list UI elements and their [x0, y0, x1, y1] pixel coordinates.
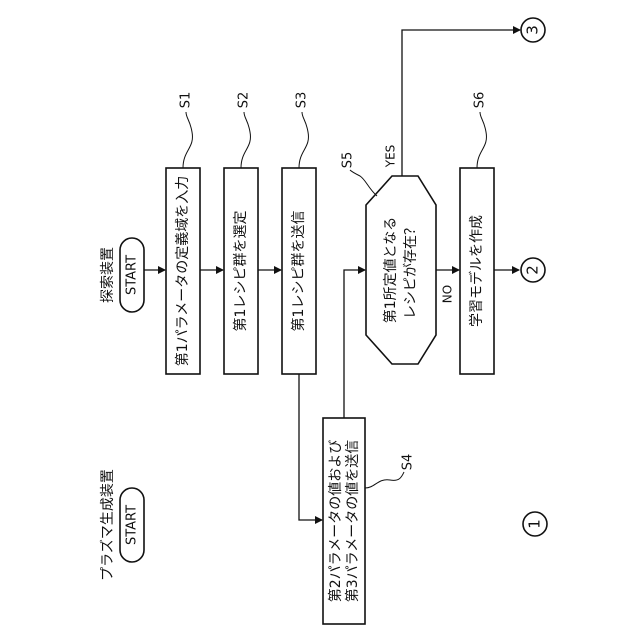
flow-yes-to-connector-3 — [402, 30, 520, 176]
step-box-s2: 第1レシピ群を選定 — [224, 168, 258, 374]
start-terminal-plasma: START — [120, 488, 144, 562]
start-label-search: START — [125, 255, 140, 295]
step-label-s6: S6 — [473, 92, 488, 168]
connector-2-label: 2 — [524, 265, 542, 275]
step-label-s4-text: S4 — [401, 454, 416, 471]
step-label-s1: S1 — [179, 92, 194, 168]
step-box-s3-label: 第1レシピ群を送信 — [290, 211, 307, 332]
connector-2: 2 — [521, 258, 545, 282]
step-label-s6-text: S6 — [473, 92, 488, 109]
step-box-s2-label: 第1レシピ群を選定 — [232, 211, 249, 332]
step-box-s3: 第1レシピ群を送信 — [282, 168, 316, 374]
connector-1-label: 1 — [526, 519, 544, 529]
step-box-s4-label-line2: 第3パラメータの値を送信 — [344, 440, 361, 603]
decision-s5: 第1所定値となる レシピが存在？ — [366, 176, 436, 364]
connector-3-label: 3 — [524, 25, 542, 35]
step-label-s2-text: S2 — [237, 92, 252, 109]
branch-no-label: NO — [441, 285, 455, 303]
flow-s3-to-s4 — [299, 374, 322, 520]
connector-1: 1 — [523, 512, 547, 536]
decision-label-line1: 第1所定値となる — [382, 217, 399, 324]
step-label-s3-text: S3 — [295, 92, 310, 109]
start-terminal-search: START — [120, 238, 144, 312]
plasma-device-header: プラズマ生成装置 — [100, 469, 116, 581]
step-box-s6-label: 学習モデルを作成 — [468, 215, 485, 327]
connector-3: 3 — [521, 18, 545, 42]
step-label-s3: S3 — [295, 92, 310, 168]
step-label-s1-text: S1 — [179, 92, 194, 109]
step-box-s1-label: 第1パラメータの定義域を入力 — [174, 176, 191, 367]
start-label-plasma: START — [125, 505, 140, 545]
step-label-s5: S5 — [341, 152, 378, 196]
step-label-s2: S2 — [237, 92, 252, 168]
branch-yes-label: YES — [384, 145, 398, 169]
step-box-s4: 第2パラメータの値および 第3パラメータの値を送信 — [323, 418, 365, 624]
step-box-s6: 学習モデルを作成 — [460, 168, 494, 374]
step-box-s4-label-line1: 第2パラメータの値および — [327, 440, 344, 603]
step-box-s1: 第1パラメータの定義域を入力 — [166, 168, 200, 374]
search-device-header: 探索装置 — [99, 247, 116, 303]
step-label-s4: S4 — [365, 454, 416, 488]
flow-s4-to-decision — [344, 270, 365, 418]
step-label-s5-text: S5 — [341, 152, 356, 169]
decision-label-line2: レシピが存在？ — [403, 221, 419, 319]
